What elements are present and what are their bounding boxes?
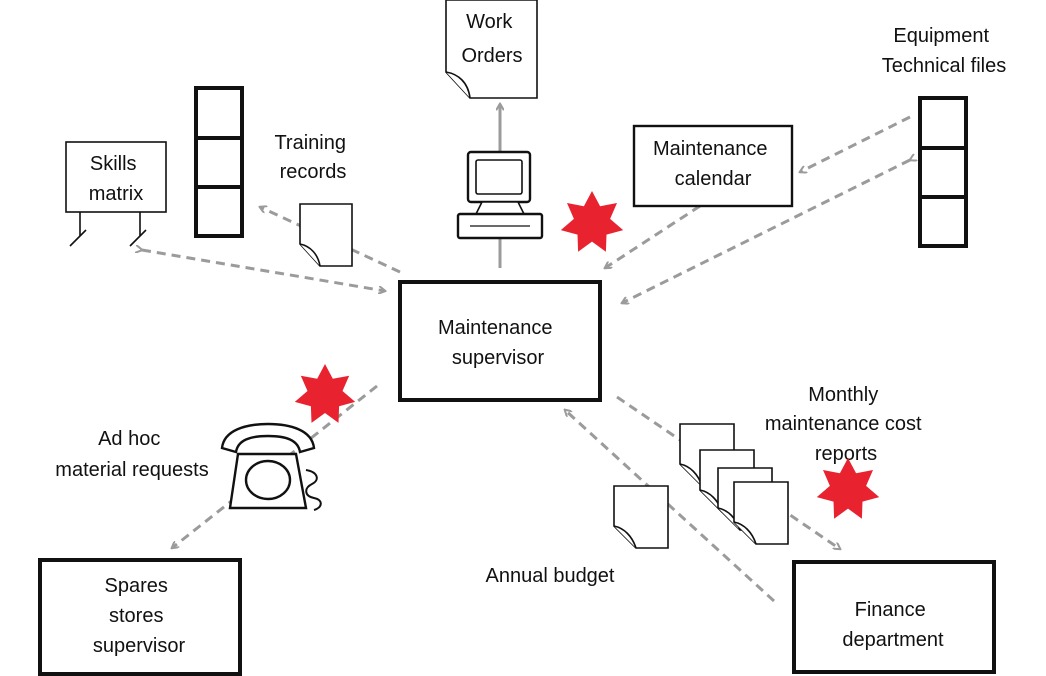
skills-matrix-board: Skills matrix <box>65 141 167 247</box>
spares-stores-supervisor-node: Spares stores supervisor <box>38 558 242 676</box>
annual-budget-label: Annual budget <box>485 565 614 587</box>
maintenance-supervisor-box <box>398 280 602 402</box>
ad-hoc-requests-label: Ad hoc material requests <box>55 428 208 481</box>
skills-matrix-label: Skills matrix <box>89 153 143 205</box>
arrow-supervisor-to-spares <box>172 384 378 548</box>
maintenance-supervisor-node: Maintenance supervisor <box>398 280 602 402</box>
monthly-reports: Monthly maintenance cost reports <box>679 384 927 545</box>
maintenance-calendar-label: Maintenance calendar <box>653 138 773 190</box>
document-icon <box>445 0 538 99</box>
arrow-skills-to-supervisor <box>142 250 385 291</box>
training-records-label: Training records <box>274 132 351 183</box>
document-icon <box>733 481 789 545</box>
training-records: Training records <box>274 132 353 267</box>
maintenance-calendar-box <box>632 124 794 208</box>
finance-department-box <box>792 560 996 674</box>
annual-budget: Annual budget <box>485 485 669 587</box>
arrow-finance-to-supervisor <box>565 410 776 603</box>
equipment-files-label: Equipment Technical files <box>882 25 1007 77</box>
filing-cabinet-icon <box>194 86 244 238</box>
work-orders-document: Work Orders <box>445 0 538 99</box>
maintenance-calendar: Maintenance calendar <box>632 124 794 208</box>
training-filing-cabinet <box>194 86 244 238</box>
monthly-reports-label: Monthly maintenance cost reports <box>765 384 927 465</box>
document-icon <box>613 485 669 549</box>
arrow-equipment-to-calendar <box>800 115 911 172</box>
arrows <box>142 104 911 603</box>
finance-department-label: Finance department <box>842 599 944 651</box>
document-icon <box>299 203 353 267</box>
computer-terminal-icon <box>456 150 544 240</box>
work-orders-label: Work Orders <box>461 11 522 67</box>
filing-cabinet-icon <box>918 96 968 248</box>
skills-matrix-box <box>65 141 167 213</box>
maintenance-supervisor-label: Maintenance supervisor <box>438 317 558 369</box>
document-fold <box>445 71 471 99</box>
arrow-equipment-to-supervisor <box>622 160 910 303</box>
telephone-icon <box>220 422 322 511</box>
spares-stores-supervisor-box <box>38 558 242 676</box>
arrow-calendar-to-supervisor <box>605 204 701 268</box>
starburst-icon <box>816 458 880 519</box>
spares-stores-supervisor-label: Spares stores supervisor <box>93 575 186 657</box>
starburst-icon <box>560 191 624 252</box>
finance-department-node: Finance department <box>792 560 996 674</box>
equipment-technical-files: Equipment Technical files <box>882 25 1007 248</box>
starburst-icon <box>294 364 356 423</box>
